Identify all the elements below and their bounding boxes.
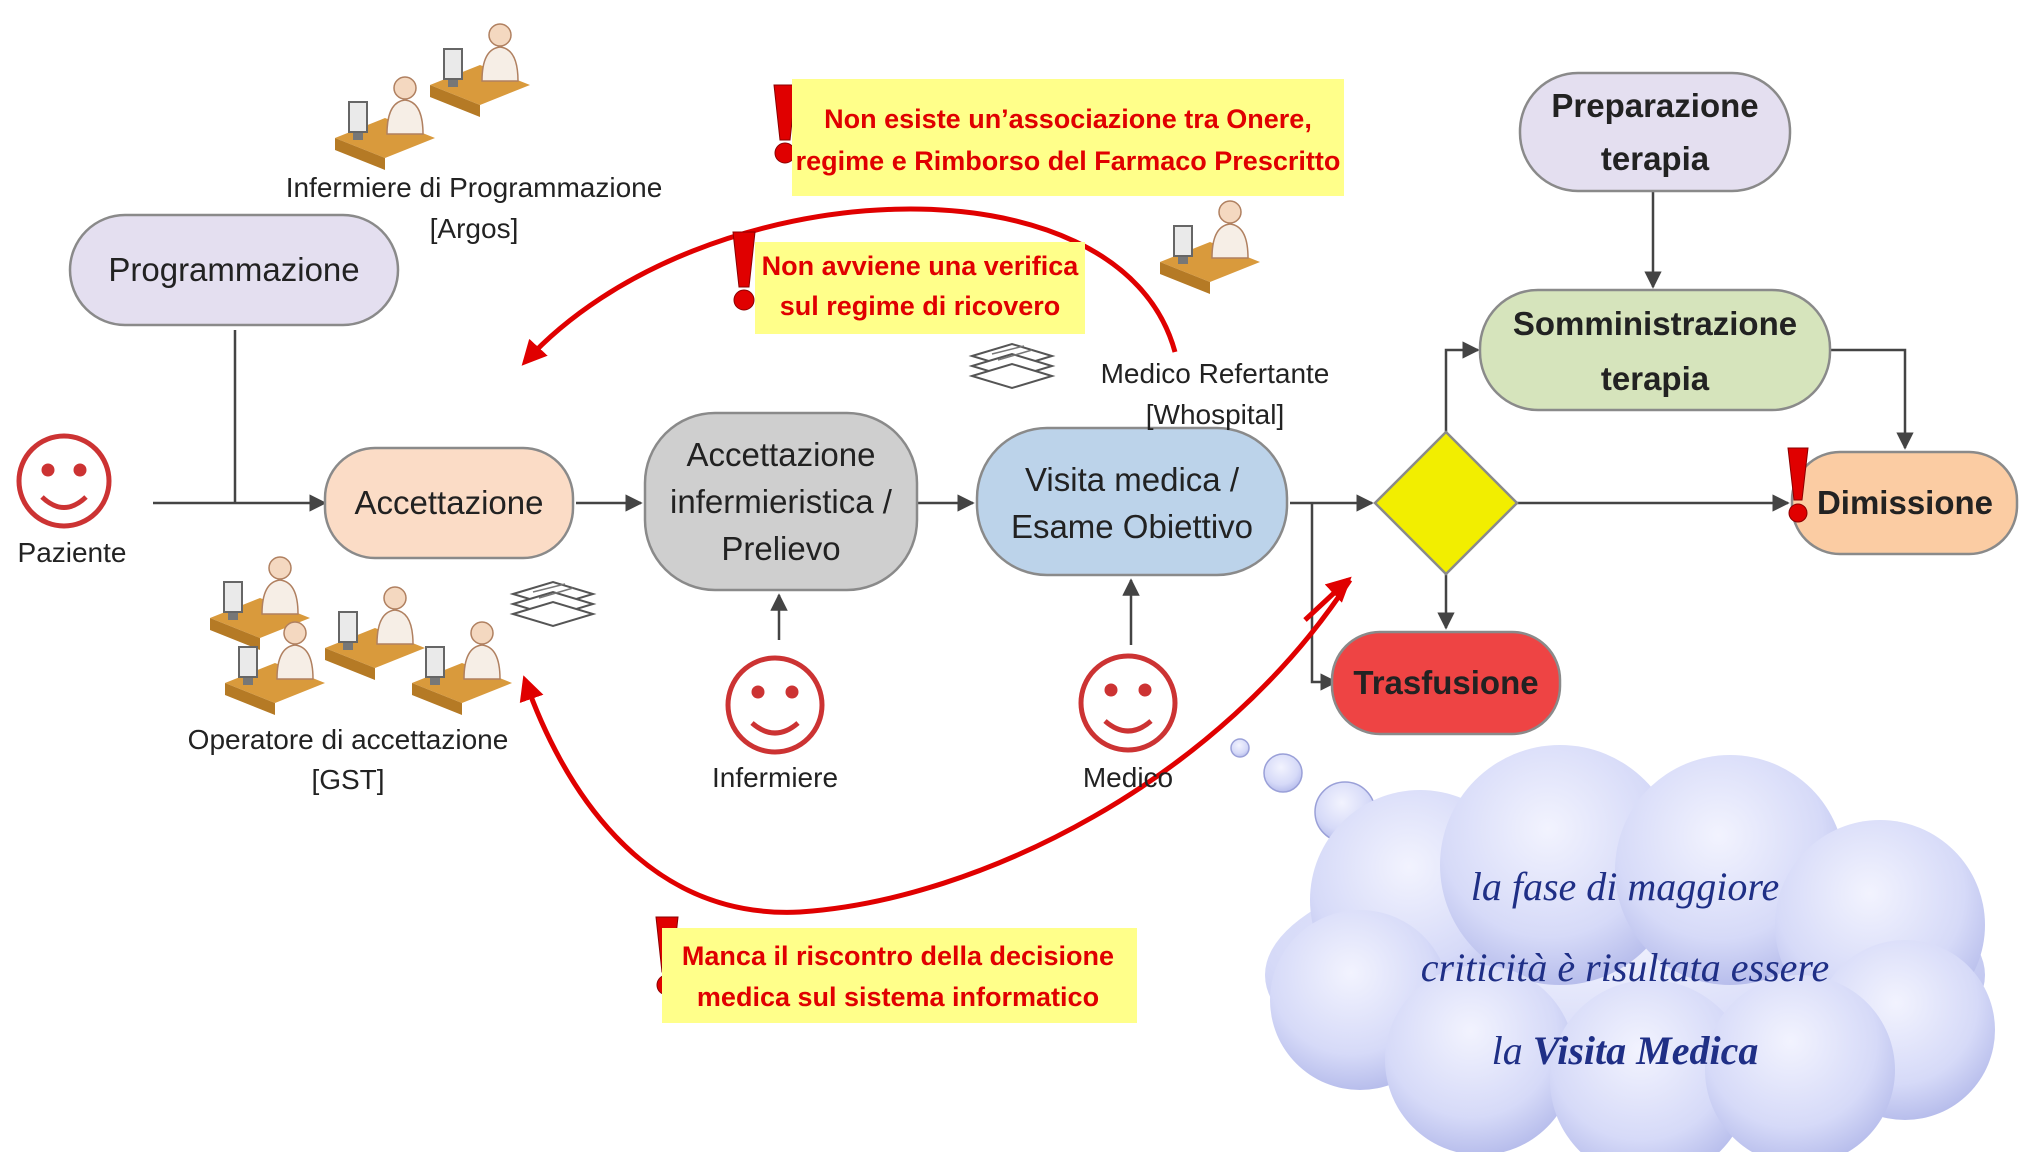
node-accettazione-infermieristica: Accettazione infermieristica / Prelievo	[643, 411, 919, 592]
warning-riscontro: Manca il riscontro della decisione medic…	[662, 928, 1137, 1023]
node-accettazione: Accettazione	[323, 446, 575, 560]
connectors	[153, 190, 1914, 691]
infermiere-smiley-icon	[725, 655, 825, 755]
label-operatore-line2: [GST]	[311, 764, 384, 795]
label-inf-programmazione-line2: [Argos]	[430, 213, 519, 244]
operatore-accettazione-icon	[209, 556, 513, 716]
paziente-smiley-icon	[16, 433, 112, 529]
warning-verifica: Non avviene una verifica sul regime di r…	[755, 242, 1085, 334]
node-programmazione: Programmazione	[68, 213, 400, 327]
node-somministrazione-line1: Somministrazione	[1513, 305, 1797, 342]
warning-verifica-line1: Non avviene una verifica	[762, 251, 1080, 281]
node-acc-inf-line2: infermieristica /	[670, 483, 893, 520]
node-somministrazione-terapia: Somministrazione terapia	[1478, 288, 1832, 412]
node-programmazione-label: Programmazione	[108, 251, 359, 288]
node-visita-line2: Esame Obiettivo	[1011, 508, 1253, 545]
warning-verifica-line2: sul regime di ricovero	[780, 291, 1061, 321]
cloud-line3-emphasis: Visita Medica	[1533, 1028, 1759, 1073]
node-preparazione-line2: terapia	[1601, 140, 1710, 177]
node-preparazione-line1: Preparazione	[1551, 87, 1758, 124]
warning-onere-line1: Non esiste un’associazione tra Onere,	[824, 104, 1312, 134]
node-dimissione: Dimissione	[1790, 450, 2019, 556]
label-medico: Medico	[1083, 762, 1173, 793]
warning-riscontro-line1: Manca il riscontro della decisione	[682, 941, 1114, 971]
label-paziente: Paziente	[18, 537, 127, 568]
node-preparazione-terapia: Preparazione terapia	[1518, 71, 1792, 193]
cloud-line3: la Visita Medica	[1492, 1028, 1759, 1073]
label-infermiere: Infermiere	[712, 762, 838, 793]
label-operatore-line1: Operatore di accettazione	[188, 724, 509, 755]
label-medico-refertante-line1: Medico Refertante	[1101, 358, 1330, 389]
label-medico-refertante-line2: [Whospital]	[1146, 399, 1285, 430]
node-acc-inf-line1: Accettazione	[687, 436, 876, 473]
node-trasfusione-label: Trasfusione	[1353, 664, 1538, 701]
warning-riscontro-line2: medica sul sistema informatico	[697, 982, 1099, 1012]
node-dimissione-label: Dimissione	[1817, 484, 1993, 521]
node-accettazione-label: Accettazione	[355, 484, 544, 521]
node-visita-medica: Visita medica / Esame Obiettivo	[975, 426, 1289, 577]
thought-cloud: la fase di maggiore criticità è risultat…	[1230, 738, 1995, 1152]
warning-onere-line2: regime e Rimborso del Farmaco Prescritto	[796, 146, 1341, 176]
node-trasfusione: Trasfusione	[1330, 630, 1562, 736]
medico-smiley-icon	[1078, 653, 1178, 753]
warning-onere: Non esiste un’associazione tra Onere, re…	[792, 79, 1344, 196]
infermiere-programmazione-icon	[334, 23, 531, 171]
cloud-line2: criticità è risultata essere	[1421, 945, 1829, 990]
medico-refertante-icon	[1159, 200, 1261, 295]
label-inf-programmazione-line1: Infermiere di Programmazione	[286, 172, 663, 203]
node-visita-line1: Visita medica /	[1025, 461, 1240, 498]
node-somministrazione-line2: terapia	[1601, 360, 1710, 397]
decision-diamond	[1373, 430, 1519, 576]
node-acc-inf-line3: Prelievo	[721, 530, 840, 567]
cloud-line3-prefix: la	[1492, 1028, 1523, 1073]
cloud-line1: la fase di maggiore	[1471, 864, 1780, 909]
red-arcs	[519, 206, 1353, 915]
